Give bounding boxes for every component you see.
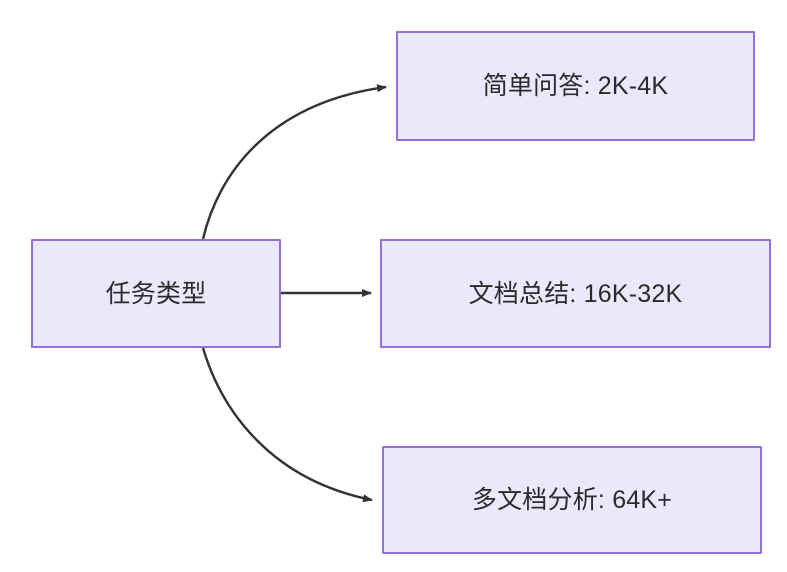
node-label-simple-qa: 简单问答: 2K-4K (482, 72, 669, 100)
node-multi-doc[interactable]: 多文档分析: 64K+ (382, 446, 762, 554)
node-label-doc-summary: 文档总结: 16K-32K (468, 279, 683, 308)
node-label-root: 任务类型 (105, 279, 207, 308)
node-doc-summary[interactable]: 文档总结: 16K-32K (380, 239, 771, 348)
edge-root-to-multi-doc (201, 347, 373, 503)
edge-root-to-simple-qa (201, 84, 387, 240)
node-label-multi-doc: 多文档分析: 64K+ (471, 486, 673, 514)
node-simple-qa[interactable]: 简单问答: 2K-4K (396, 31, 755, 141)
node-task-type-root[interactable]: 任务类型 (31, 239, 281, 348)
